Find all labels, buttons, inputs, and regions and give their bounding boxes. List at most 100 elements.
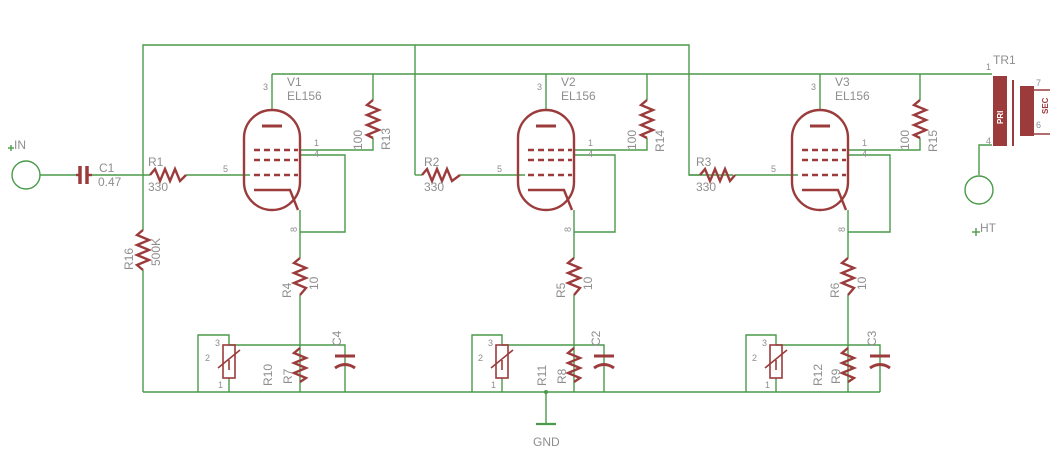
v1-type: EL156: [287, 89, 322, 103]
svg-text:3: 3: [537, 82, 542, 92]
ht-jack-icon: [964, 175, 994, 205]
r1-label: R1: [148, 155, 164, 169]
svg-text:2: 2: [478, 353, 483, 363]
r2-label: R2: [424, 155, 440, 169]
wire-ht: [978, 144, 992, 175]
ground-symbol: GND: [533, 422, 560, 449]
pri-label: PRI: [996, 111, 1005, 124]
stage-2: 3 1 4 5 8 V2 EL156 R14 100 R5 10 3 2: [471, 74, 667, 392]
sec-label: SEC: [1041, 97, 1050, 114]
stage-3: 3 1 4 5 8 V3 EL156 R15 100 R6 10 3 2: [745, 74, 940, 392]
svg-text:3: 3: [811, 82, 816, 92]
v3-type: EL156: [835, 89, 870, 103]
tr1-label: TR1: [993, 53, 1016, 67]
r4-label: R4: [280, 282, 294, 298]
r16-value: 500K: [149, 238, 163, 266]
svg-text:8: 8: [563, 227, 573, 232]
transformer-tr1: TR1 PRI SEC 1 4 7 6: [986, 53, 1050, 146]
r13-value: 100: [351, 130, 365, 150]
input-jack-icon: [11, 160, 41, 190]
tube-envelope-icon: [790, 108, 850, 212]
resistor-r6: R6 10: [828, 257, 869, 298]
ht-label: HT: [980, 221, 997, 235]
r6-value: 10: [855, 276, 869, 290]
svg-text:5: 5: [771, 164, 776, 174]
stage-1: 3 1 4 5 8 V1 EL156 R13 100 R4 10: [197, 74, 393, 392]
svg-text:4: 4: [588, 149, 593, 159]
r15-label: R15: [926, 130, 940, 152]
r5-label: R5: [554, 282, 568, 298]
svg-text:2: 2: [205, 353, 210, 363]
resistor-r2: R2 330: [421, 155, 461, 194]
r7-label: R7: [281, 368, 295, 384]
svg-text:5: 5: [223, 164, 228, 174]
r3-label: R3: [696, 155, 712, 169]
svg-text:4: 4: [314, 149, 319, 159]
r11-label: R11: [535, 365, 549, 386]
resistor-r8: R8: [555, 347, 584, 384]
svg-text:1: 1: [862, 138, 867, 148]
ht-terminal: HT: [964, 175, 997, 236]
gnd-label: GND: [533, 435, 560, 449]
input-terminal: IN: [8, 138, 41, 190]
r9-label: R9: [829, 368, 843, 384]
r15-value: 100: [898, 130, 912, 150]
v2-type: EL156: [561, 89, 596, 103]
potentiometer-r10: 3 2 1 R10: [205, 338, 275, 390]
resistor-r14: R14 100: [625, 99, 667, 152]
svg-text:1: 1: [588, 138, 593, 148]
junctions: [544, 390, 548, 394]
resistor-r9: R9: [829, 347, 858, 384]
tube-envelope-icon: [242, 108, 302, 212]
svg-text:1: 1: [986, 62, 991, 72]
input-label: IN: [14, 138, 26, 152]
v1-label: V1: [287, 75, 302, 89]
svg-text:3: 3: [263, 82, 268, 92]
r6-label: R6: [828, 282, 842, 298]
v2-label: V2: [561, 75, 576, 89]
r3-value: 330: [696, 180, 716, 194]
svg-text:8: 8: [837, 227, 847, 232]
svg-text:1: 1: [765, 380, 770, 390]
svg-text:1: 1: [314, 138, 319, 148]
resistor-r7: R7: [281, 347, 310, 384]
r16-label: R16: [122, 248, 136, 270]
capacitor-c4: C4: [330, 330, 356, 370]
r13-label: R13: [379, 128, 393, 150]
r5-value: 10: [581, 276, 595, 290]
r10-label: R10: [261, 364, 275, 386]
tube-v3: 3 1 4 5 8 V3 EL156: [771, 75, 870, 232]
resistor-r3: R3 330: [696, 155, 736, 194]
primary-winding-icon: [993, 76, 1007, 146]
svg-text:2: 2: [752, 353, 757, 363]
capacitor-c3: C3: [865, 330, 891, 370]
resistor-r5: R5 10: [554, 257, 595, 298]
r4-value: 10: [307, 276, 321, 290]
svg-text:6: 6: [1036, 120, 1041, 130]
resistor-r16: R16 500K: [122, 229, 163, 271]
svg-text:3: 3: [215, 338, 220, 348]
secondary-winding-icon: [1020, 86, 1034, 136]
svg-text:1: 1: [491, 380, 496, 390]
svg-text:8: 8: [289, 227, 299, 232]
wire-top-bus: [142, 44, 733, 230]
resistor-r4: R4 10: [280, 257, 321, 298]
r2-value: 330: [424, 180, 444, 194]
capacitor-c1: C1 0.47: [76, 161, 122, 189]
r12-label: R12: [811, 364, 825, 386]
svg-text:4: 4: [986, 136, 991, 146]
svg-text:7: 7: [1036, 78, 1041, 88]
c2-label: C2: [589, 330, 603, 346]
svg-text:3: 3: [762, 338, 767, 348]
resistor-r15: R15 100: [898, 99, 940, 152]
resistor-r1: R1 330: [148, 155, 187, 194]
v3-label: V3: [835, 75, 850, 89]
potentiometer-r12: 3 2 1 R12: [752, 338, 825, 390]
r14-label: R14: [653, 130, 667, 152]
r14-value: 100: [625, 130, 639, 150]
svg-text:4: 4: [862, 149, 867, 159]
svg-text:1: 1: [218, 380, 223, 390]
resistor-r13: R13 100: [351, 99, 393, 150]
svg-text:3: 3: [488, 338, 493, 348]
